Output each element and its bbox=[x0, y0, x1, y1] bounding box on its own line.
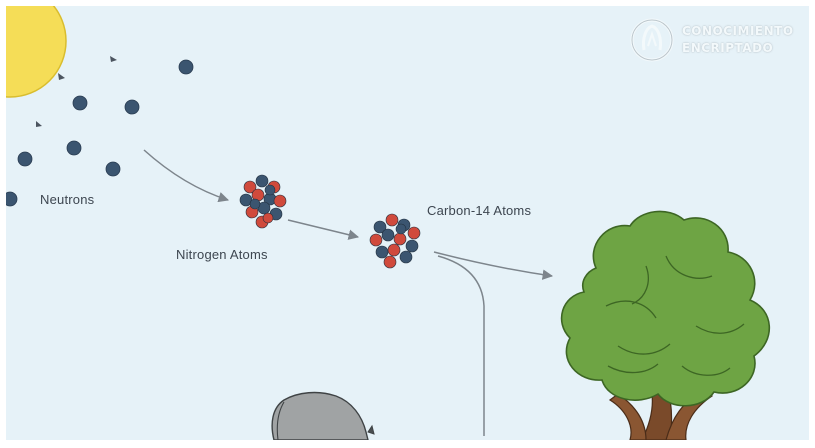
neutron bbox=[105, 161, 121, 177]
neutron bbox=[6, 191, 18, 207]
watermark: CONOCIMIENTO ENCRIPTADO bbox=[628, 16, 804, 66]
nitrogen-atoms-label: Nitrogen Atoms bbox=[176, 247, 268, 262]
watermark-line-1: CONOCIMIENTO bbox=[682, 24, 794, 38]
arrow-neutrons-to-nitrogen bbox=[143, 149, 230, 203]
diagram-panel: Neutrons Nitrogen Atoms Carbon-14 Atoms … bbox=[6, 6, 809, 440]
animal-icon bbox=[271, 391, 375, 440]
arrow-carbon-downward bbox=[437, 255, 485, 436]
sun-icon bbox=[6, 6, 67, 98]
carbon14-atoms-label: Carbon-14 Atoms bbox=[427, 203, 532, 218]
carbon14-atom-icon bbox=[369, 213, 421, 269]
watermark-logo-icon bbox=[630, 18, 674, 62]
nitrogen-atom-icon bbox=[239, 174, 287, 229]
neutron bbox=[17, 151, 33, 167]
neutron bbox=[66, 140, 82, 156]
ray-mark bbox=[36, 121, 42, 127]
ray-mark bbox=[58, 73, 65, 80]
ray-marks bbox=[36, 56, 117, 127]
diagram-scene bbox=[6, 6, 771, 440]
neutron bbox=[178, 59, 194, 75]
neutron bbox=[124, 99, 140, 115]
neutron bbox=[72, 95, 88, 111]
watermark-line-2: ENCRIPTADO bbox=[682, 41, 774, 55]
arrow-nitrogen-to-carbon bbox=[287, 219, 360, 240]
ray-mark bbox=[110, 56, 117, 62]
arrow-carbon-to-tree bbox=[433, 251, 554, 280]
neutrons bbox=[6, 59, 194, 207]
tree-icon bbox=[560, 210, 771, 440]
neutrons-label: Neutrons bbox=[40, 192, 95, 207]
